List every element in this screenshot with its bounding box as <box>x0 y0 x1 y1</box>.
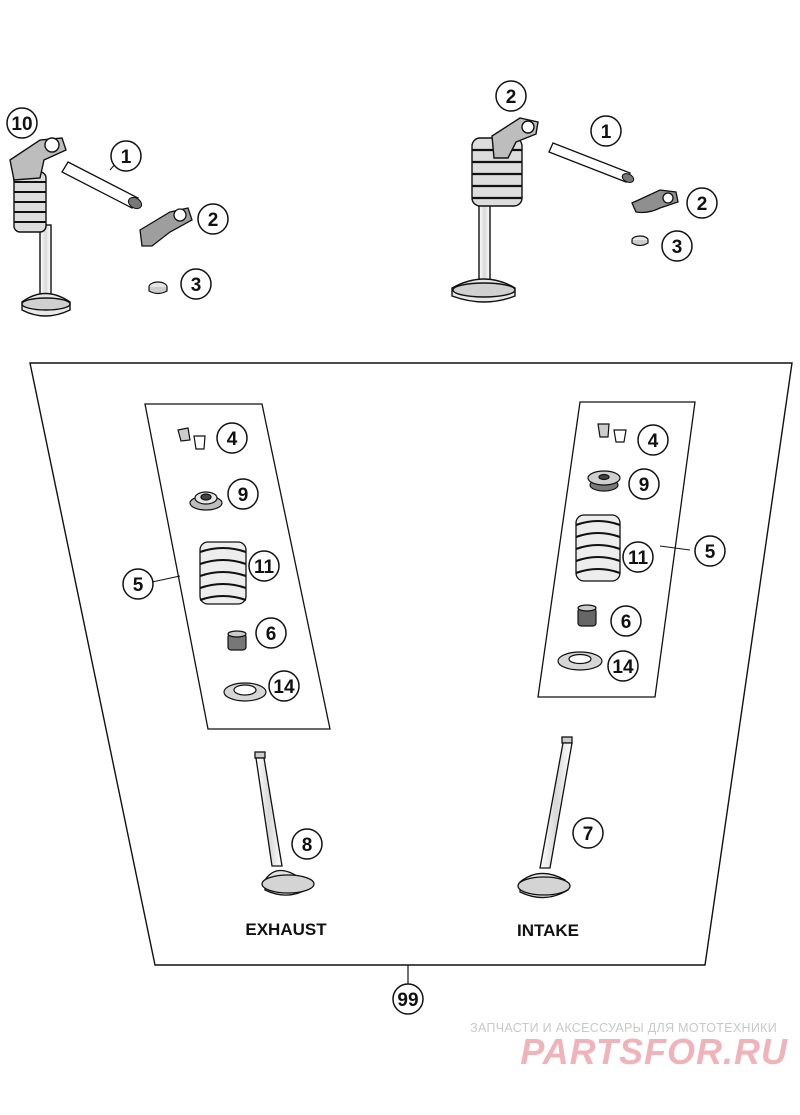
callout-5-intake: 5 <box>694 535 726 567</box>
svg-text:8: 8 <box>302 835 313 856</box>
intake-valve-stem-seal <box>577 604 597 627</box>
callout-9-intake: 9 <box>628 468 660 500</box>
svg-text:2: 2 <box>506 87 517 108</box>
svg-text:5: 5 <box>133 575 144 596</box>
watermark-tagline: ЗАПЧАСТИ И АКСЕССУАРЫ ДЛЯ МОТОТЕХНИКИ <box>470 1021 777 1035</box>
svg-text:2: 2 <box>697 194 708 215</box>
watermark-brand: PARTSFOR.RU <box>520 1031 788 1072</box>
valve-spring <box>199 541 247 605</box>
callout-6-exhaust: 6 <box>255 617 287 649</box>
rocker-arm <box>139 207 193 247</box>
callout-99: 99 <box>392 983 424 1015</box>
rocker-shaft <box>61 161 143 210</box>
intake-rocker-arm <box>631 189 679 214</box>
callout-1: 1 <box>110 140 142 172</box>
callout-10: 10 <box>6 107 38 139</box>
svg-text:1: 1 <box>601 122 612 143</box>
callout-2-top: 2 <box>495 80 527 112</box>
rocker-arm-valve-assembly <box>9 137 71 317</box>
intake-spring-retainer <box>587 470 621 492</box>
exhaust-kit: 4 9 5 11 6 14 <box>122 403 331 730</box>
svg-text:9: 9 <box>639 475 650 496</box>
svg-text:6: 6 <box>621 612 632 633</box>
svg-text:3: 3 <box>672 237 683 258</box>
intake-rocker-shaft <box>548 142 635 183</box>
callout-11-intake: 11 <box>622 541 654 573</box>
svg-text:4: 4 <box>227 429 238 450</box>
intake-kit: 4 9 5 11 6 14 <box>537 401 726 698</box>
intake-shim-disc <box>631 235 649 247</box>
intake-spring-seat <box>557 651 603 671</box>
intake-label: INTAKE <box>517 921 579 940</box>
exhaust-label: EXHAUST <box>245 920 327 939</box>
callout-7: 7 <box>572 817 604 849</box>
callout-6-intake: 6 <box>610 605 642 637</box>
watermark: ЗАПЧАСТИ И АКСЕССУАРЫ ДЛЯ МОТОТЕХНИКИ PA… <box>470 1021 788 1072</box>
top-right-group: 2 1 2 3 <box>451 80 718 303</box>
svg-text:2: 2 <box>208 210 219 231</box>
intake-rocker-valve-assembly <box>451 117 539 303</box>
valve-keepers <box>177 427 206 450</box>
exhaust-valve <box>254 751 315 896</box>
spring-seat <box>223 682 267 702</box>
callout-4-exhaust: 4 <box>216 422 248 454</box>
callout-2: 2 <box>197 203 229 235</box>
assembly-frame: 99 <box>29 362 793 1015</box>
svg-text:99: 99 <box>397 990 418 1011</box>
intake-valve-spring <box>575 514 621 582</box>
callout-3-right: 3 <box>661 230 693 262</box>
callout-8: 8 <box>291 828 323 860</box>
svg-text:1: 1 <box>121 147 132 168</box>
svg-text:11: 11 <box>628 548 649 569</box>
top-left-group: 10 1 2 3 <box>6 107 229 317</box>
svg-text:4: 4 <box>648 431 659 452</box>
intake-valve-keepers <box>597 423 627 443</box>
callout-14-intake: 14 <box>607 650 639 682</box>
valve-stem-seal <box>227 630 247 651</box>
svg-text:10: 10 <box>11 114 32 135</box>
callout-5-exhaust: 5 <box>122 568 154 600</box>
svg-text:3: 3 <box>191 275 202 296</box>
svg-text:14: 14 <box>273 677 295 698</box>
svg-text:7: 7 <box>583 824 594 845</box>
svg-text:9: 9 <box>238 485 249 506</box>
spring-retainer <box>189 491 223 511</box>
callout-9-exhaust: 9 <box>227 478 259 510</box>
callout-1-right: 1 <box>590 115 622 147</box>
shim-disc <box>148 281 168 295</box>
svg-text:6: 6 <box>266 624 277 645</box>
svg-text:11: 11 <box>254 557 275 578</box>
callout-14-exhaust: 14 <box>268 670 300 702</box>
callout-11-exhaust: 11 <box>248 550 280 582</box>
callout-2-right: 2 <box>686 187 718 219</box>
svg-text:5: 5 <box>705 542 716 563</box>
callout-3: 3 <box>180 268 212 300</box>
callout-4-intake: 4 <box>637 424 669 456</box>
intake-valve <box>517 736 573 899</box>
svg-text:14: 14 <box>612 657 634 678</box>
